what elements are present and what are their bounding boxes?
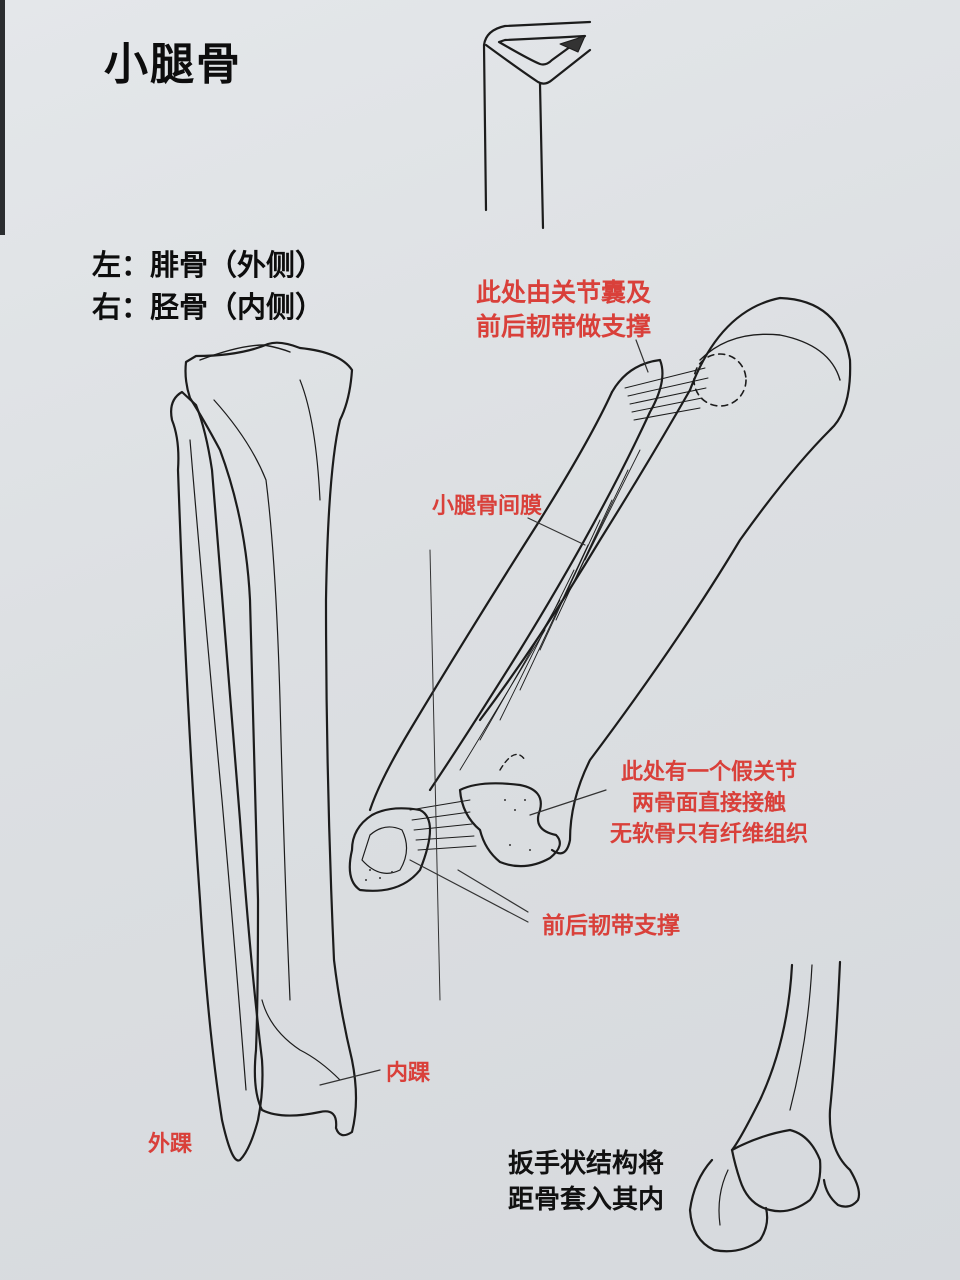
annotation-line: 扳手状结构将 (508, 1149, 665, 1179)
annotation-line: 距骨套入其内 (508, 1185, 665, 1215)
annotation-line: 前后韧带做支撑 (476, 312, 652, 341)
annotation-line: 此处有一个假关节 (621, 760, 798, 785)
page-edge-shadow (0, 0, 5, 235)
legend-right-tibia: 右：胫骨（内侧） (92, 290, 325, 324)
tibia-fibula-end-view (348, 296, 852, 892)
annotation-line: 无软骨只有纤维组织 (610, 822, 809, 847)
annotation-ligament-support: 前后韧带支撑 (542, 913, 680, 939)
annotation-medial-malleolus: 内踝 (386, 1061, 431, 1086)
annotation-line: 两骨面直接接触 (632, 791, 787, 816)
distal-ligament-lines (409, 799, 477, 851)
shaft-cross-section-figure (482, 20, 592, 230)
annotation-wrench-structure: 扳手状结构将 距骨套入其内 (508, 1146, 664, 1218)
stipple-texture (365, 799, 531, 881)
annotation-joint-capsule: 此处由关节囊及 前后韧带做支撑 (476, 276, 651, 344)
annotation-interosseous-membrane: 小腿骨间膜 (432, 494, 543, 519)
annotation-false-joint: 此处有一个假关节 两骨面直接接触 无软骨只有纤维组织 (610, 757, 808, 850)
leader-lines (319, 339, 649, 1086)
annotation-line: 此处由关节囊及 (476, 278, 652, 307)
ligament-lines-top (624, 367, 709, 421)
legend-left-fibula: 左：腓骨（外侧） (92, 248, 325, 282)
membrane-hatching (459, 449, 641, 771)
tibia-front-view (184, 341, 358, 1137)
ankle-mortise-figure (688, 960, 861, 1253)
bone-legend: 左：腓骨（外侧） 右：胫骨（内侧） (92, 244, 324, 328)
fibula-front-view (170, 390, 264, 1162)
page-title: 小腿骨 (104, 39, 242, 90)
annotation-lateral-malleolus: 外踝 (148, 1132, 193, 1157)
